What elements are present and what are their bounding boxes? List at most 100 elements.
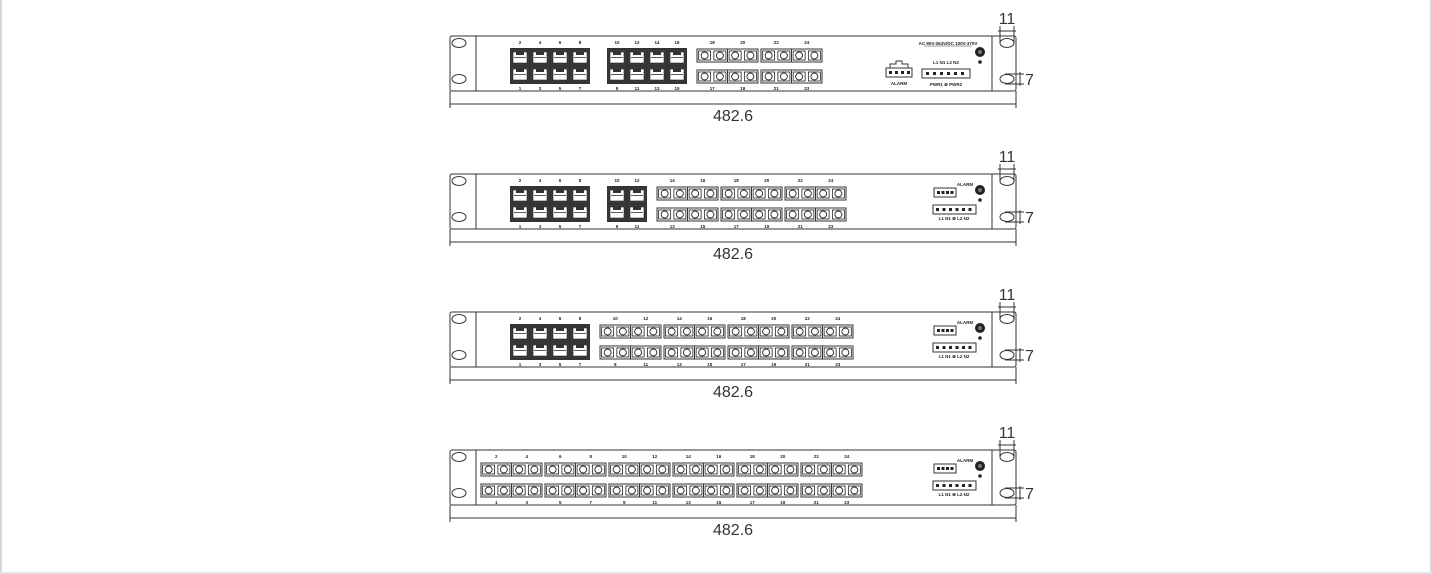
lc-ferrule [850,465,859,474]
port-number-label: 17 [734,224,740,229]
led-indicator [978,198,982,202]
sfp-port-cage [639,483,671,498]
rj45-port [571,343,589,358]
ear-depth-label: 7 [1025,72,1034,89]
lc-ferrule [618,327,627,336]
lc-socket [688,209,702,220]
sfp-port [791,48,823,63]
sfp-port [800,462,832,477]
terminal-pin [962,208,965,211]
port-number-label: 18 [734,178,740,183]
port-number-label: 2 [519,316,522,321]
lc-ferrule [658,486,667,495]
lc-ferrule [746,348,755,357]
ear-height-label: 11 [999,287,1016,304]
lc-socket [546,485,560,496]
port-number-label: 7 [579,362,582,367]
lc-socket [527,464,541,475]
lc-ferrule [740,465,749,474]
rj45-port [608,205,626,220]
port-number-label: 12 [634,178,640,183]
lc-socket [704,464,718,475]
port-number-label: 22 [814,454,820,459]
terminal-pin [942,484,946,487]
sfp-port [791,69,823,84]
port-number-label: 8 [589,454,592,459]
ear-height-label: 11 [999,11,1016,28]
port-number-label: 15 [707,362,713,367]
port-number-label: 15 [716,500,722,505]
rj45-port-latch [576,189,584,193]
lc-socket [768,464,782,475]
port-number-label: 21 [814,500,820,505]
switch-panel-2: 214365871091211141316151817201922212423A… [449,149,1034,263]
lc-ferrule [643,465,652,474]
lc-socket [665,326,679,337]
lc-socket [738,464,752,475]
lc-ferrule [779,51,788,60]
lc-socket [713,50,727,61]
mounting-hole [451,176,467,186]
lc-socket [695,347,709,358]
sfp-port [544,483,576,498]
rj45-port-latch [536,189,544,193]
lc-ferrule [835,486,844,495]
rj45-port-latch [516,344,524,348]
port-number-label: 13 [670,224,676,229]
port-number-label: 12 [643,316,649,321]
lc-ferrule [691,189,700,198]
terminal-pin [933,72,936,75]
rj45-port [511,50,529,65]
power-terminal-block [932,342,977,353]
terminal-pin [901,71,904,74]
rj45-port [511,326,529,341]
sfp-port-group [784,186,847,222]
rj45-port [511,205,529,220]
port-number-label: 19 [764,224,770,229]
lc-ferrule [579,465,588,474]
lc-socket [610,485,624,496]
lc-ferrule [810,327,819,336]
sfp-port [672,462,704,477]
port-number-label: 24 [835,316,841,321]
lc-ferrule [755,189,764,198]
chassis-outline [449,35,1017,92]
sfp-port [791,345,823,360]
mounting-hole [999,488,1015,498]
lc-socket [744,347,758,358]
ground-screw-center [978,50,982,54]
lc-socket [482,464,496,475]
lc-ferrule [634,327,643,336]
port-number-label: 20 [771,316,777,321]
lc-ferrule [713,348,722,357]
port-number-label: 15 [700,224,706,229]
sfp-port-cage [687,186,719,201]
lc-ferrule [755,210,764,219]
rj45-port-latch [673,51,681,55]
mounting-hole [451,350,467,360]
terminal-pin [962,484,965,487]
sfp-port [696,48,728,63]
lc-ferrule [682,348,691,357]
sfp-port-cage [727,48,759,63]
lc-socket [777,50,791,61]
rj45-port-latch [516,206,524,210]
lc-ferrule [740,486,749,495]
sfp-port [784,207,816,222]
lc-ferrule [707,465,716,474]
lc-ferrule [698,327,707,336]
lc-socket [703,188,717,199]
lc-socket [673,209,687,220]
power-input-label: L1 N1 ⊕ L2 N2 [939,492,970,497]
lc-ferrule [762,327,771,336]
lc-socket [801,209,815,220]
lc-socket [658,188,672,199]
port-number-label: 3 [539,86,542,91]
rj45-port-latch [536,51,544,55]
rj45-port-latch [653,51,661,55]
alarm-label: ALARM [957,182,973,187]
sfp-port-cage [822,324,854,339]
lc-socket [801,188,815,199]
sfp-port [815,207,847,222]
sfp-port-cage [751,207,783,222]
